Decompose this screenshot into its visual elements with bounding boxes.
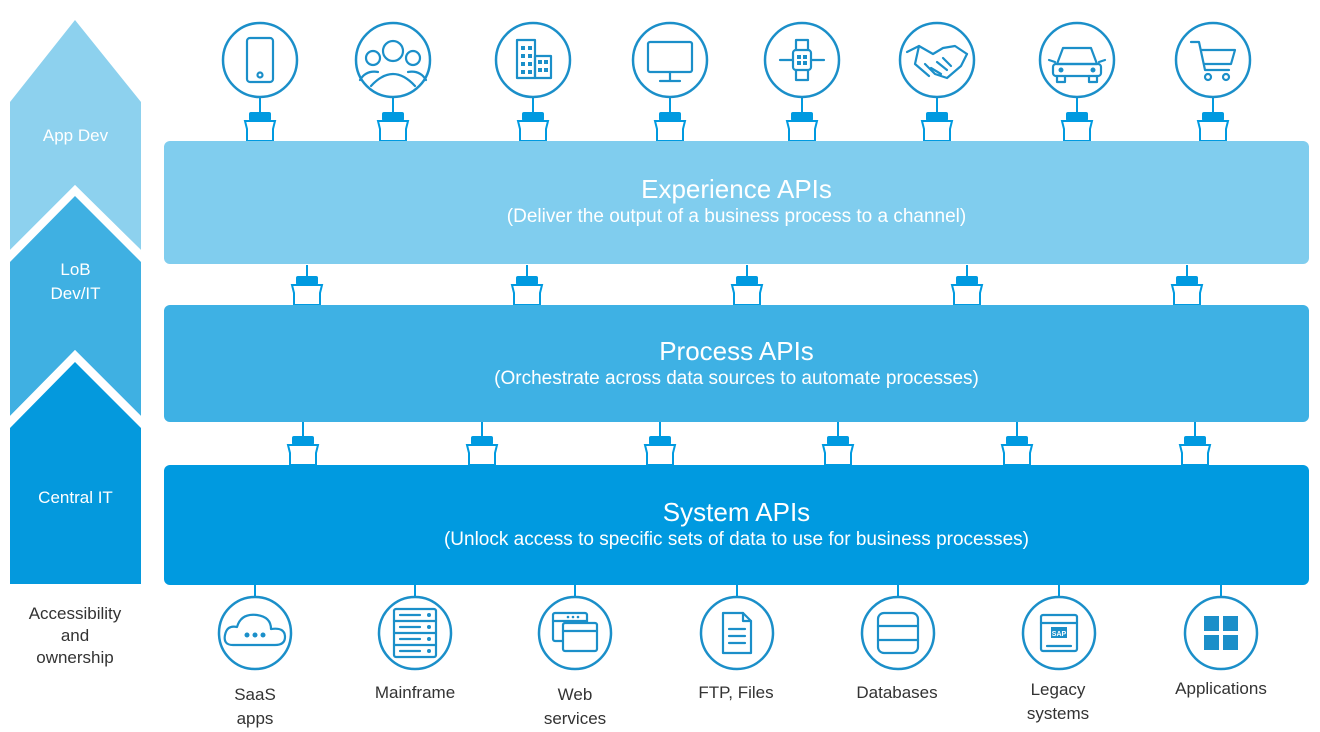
connector-plug (950, 265, 984, 306)
connector-plug (730, 265, 764, 306)
handshake-icon (898, 21, 976, 99)
server-rack-icon (377, 595, 453, 671)
connector-plug (653, 98, 687, 142)
connector-plug (785, 98, 819, 142)
connector-plug (286, 422, 320, 466)
connector-plug (643, 422, 677, 466)
central-it-label: Central IT (38, 488, 113, 507)
car-icon (1038, 21, 1116, 99)
connector-plug (1178, 422, 1212, 466)
document-icon (699, 595, 775, 671)
app-dev-arrow (10, 20, 141, 250)
accessibility-ownership-label: Accessibility and ownership (28, 604, 122, 667)
source-icons: SAP (217, 595, 1259, 671)
app-dev-label: App Dev (42, 126, 109, 145)
source-label: Applications (1175, 679, 1267, 698)
connector-plug (1196, 98, 1230, 142)
source-label: Databases (856, 683, 938, 702)
process-apis-title: Process APIs (659, 336, 814, 366)
shopping-cart-icon (1174, 21, 1252, 99)
connector-plug (1000, 422, 1034, 466)
experience-apis-subtitle: (Deliver the output of a business proces… (506, 206, 967, 227)
source-label: Web services (543, 685, 607, 728)
connector-plug (821, 422, 855, 466)
connector-plug (290, 265, 324, 306)
connector-plug (465, 422, 499, 466)
source-label: SaaS apps (234, 685, 276, 728)
system-apis-layer: System APIs (Unlock access to specific s… (164, 465, 1309, 585)
smartwatch-icon (763, 21, 841, 99)
system-apis-subtitle: (Unlock access to specific sets of data … (443, 529, 1030, 550)
browser-windows-icon (537, 595, 613, 671)
source-label: Legacy systems (1026, 680, 1090, 723)
sap-logo-text: SAP (1052, 631, 1067, 638)
lob-devit-label: LoB Dev/IT (50, 260, 101, 303)
experience-apis-layer: Experience APIs (Deliver the output of a… (164, 141, 1309, 264)
channel-icons (221, 21, 1252, 99)
system-apis-title: System APIs (662, 497, 811, 527)
cloud-icon (217, 595, 293, 671)
process-apis-subtitle: (Orchestrate across data sources to auto… (494, 368, 979, 389)
connectors (243, 98, 1230, 597)
connector-plug (920, 98, 954, 142)
office-buildings-icon (494, 21, 572, 99)
central-it-arrow (10, 362, 141, 584)
source-label: FTP, Files (698, 683, 774, 702)
desktop-monitor-icon (631, 21, 709, 99)
tablet-icon (221, 21, 299, 99)
process-apis-layer: Process APIs (Orchestrate across data so… (164, 305, 1309, 422)
database-icon (860, 595, 936, 671)
connector-plug (510, 265, 544, 306)
source-label: Mainframe (374, 683, 456, 702)
connector-plug (516, 98, 550, 142)
connector-plug (376, 98, 410, 142)
connector-plug (243, 98, 277, 142)
lob-arrow (10, 196, 141, 416)
connector-plug (1170, 265, 1204, 306)
connector-plug (1060, 98, 1094, 142)
sap-window-icon: SAP (1021, 595, 1097, 671)
people-group-icon (354, 21, 432, 99)
experience-apis-title: Experience APIs (641, 174, 832, 204)
app-grid-icon (1183, 595, 1259, 671)
